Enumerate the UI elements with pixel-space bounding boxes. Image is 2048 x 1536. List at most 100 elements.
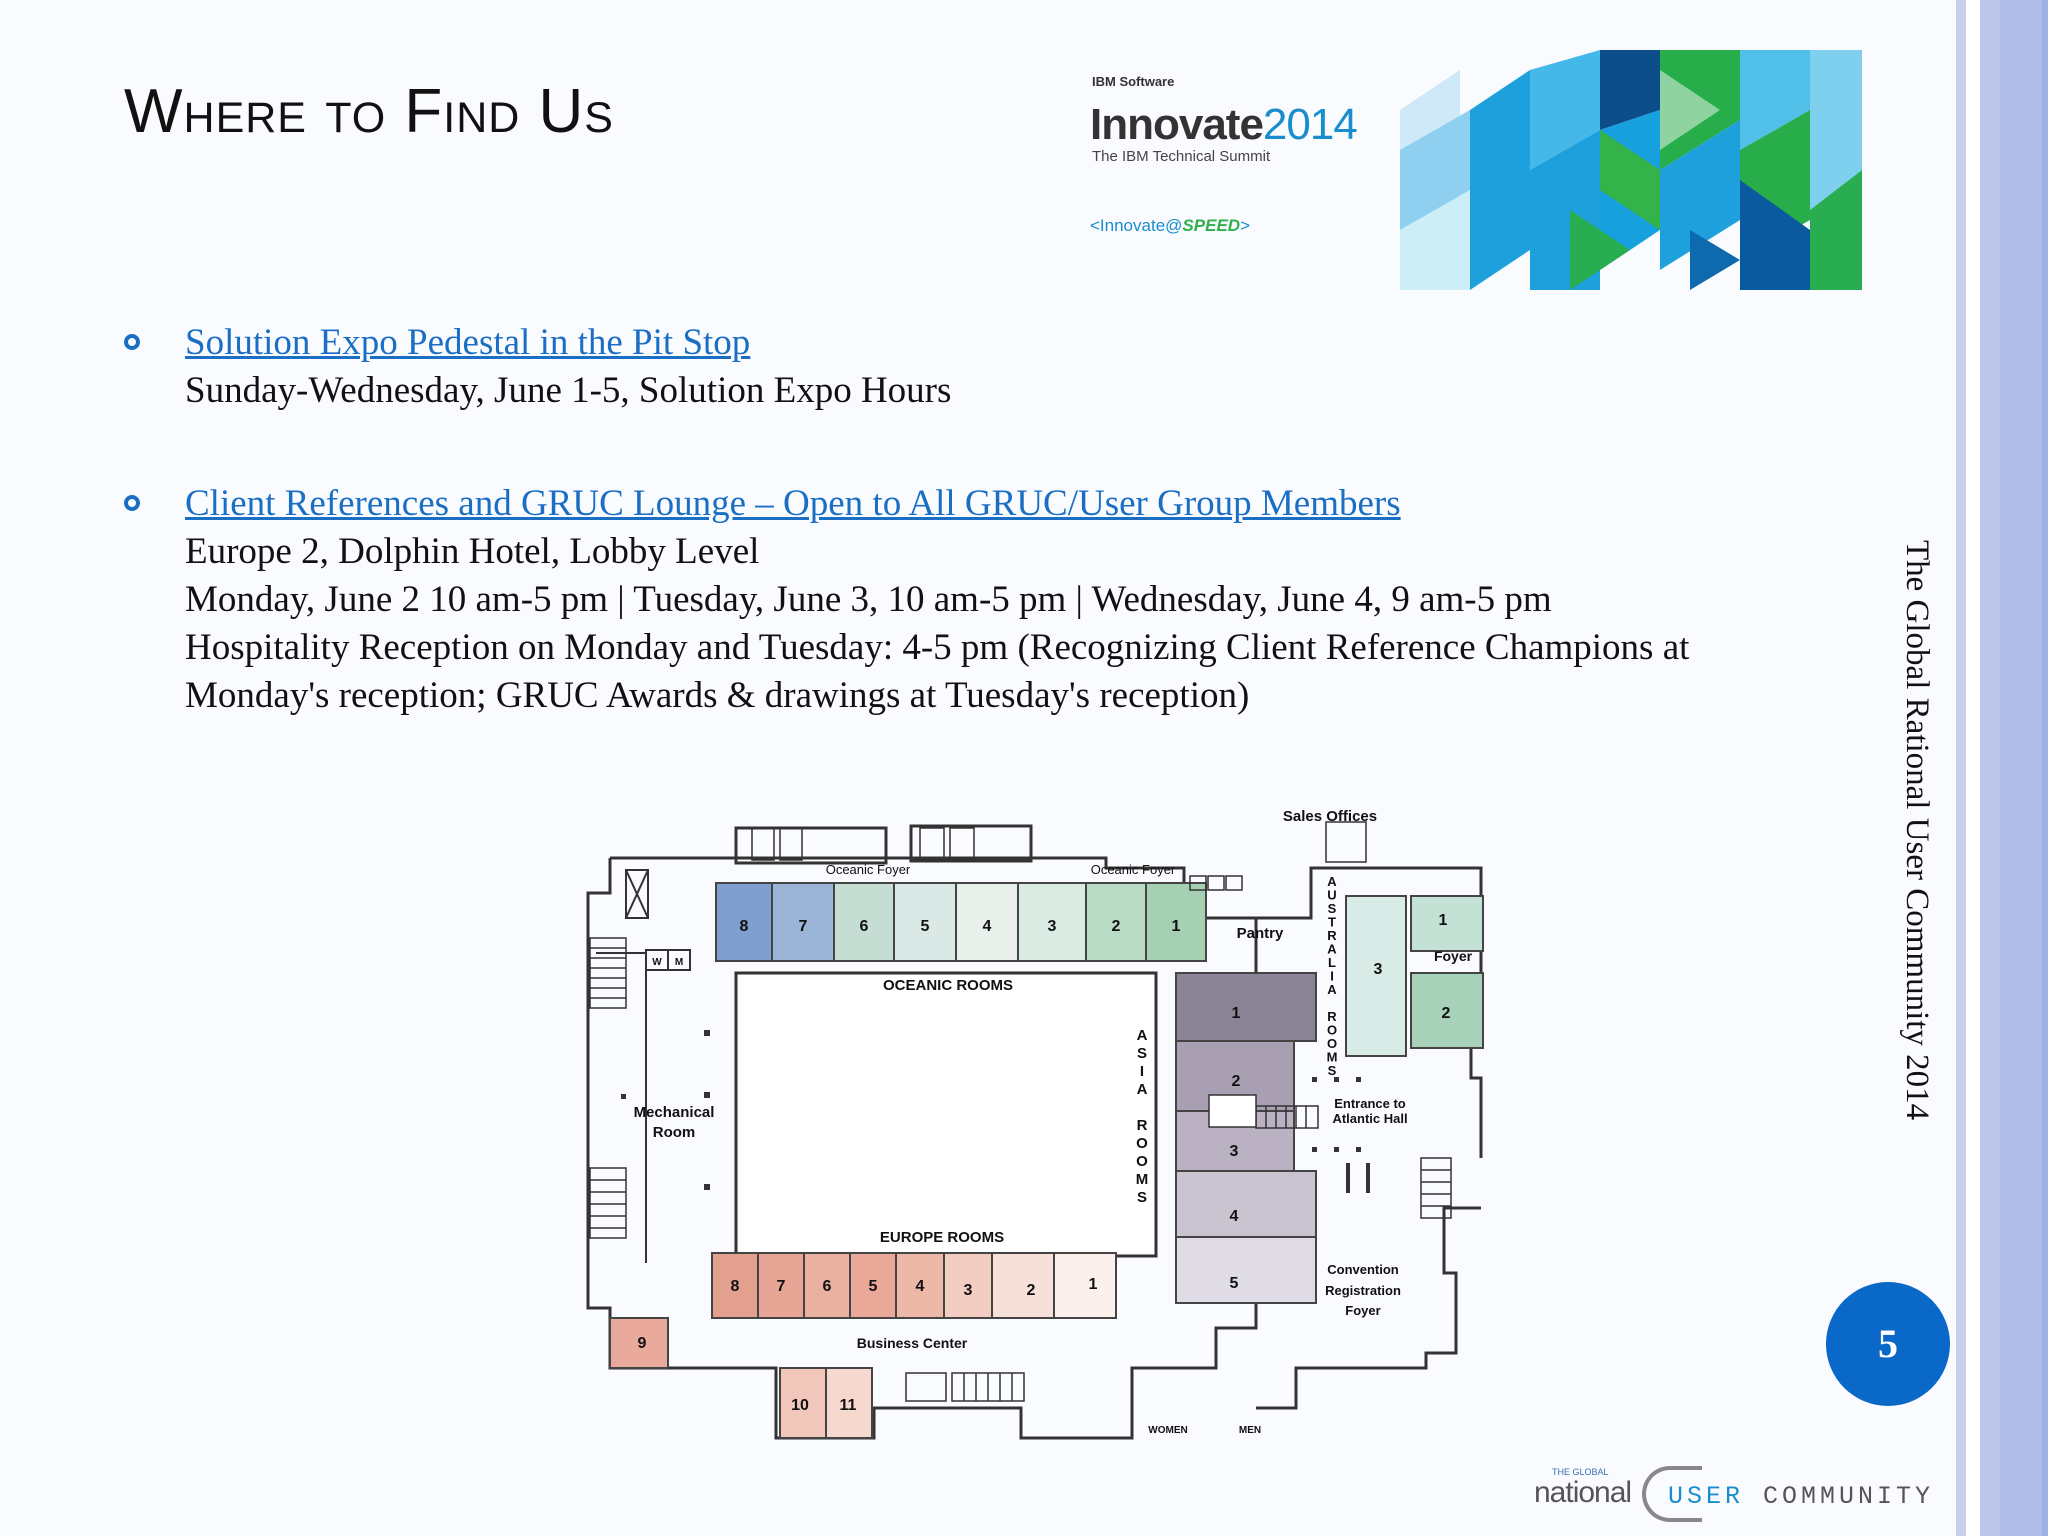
w-label: W [652, 957, 662, 968]
asia-rooms-letter: O [1136, 1153, 1148, 1170]
asia-rooms-letter: I [1140, 1063, 1144, 1080]
asia-rooms-letter: O [1136, 1135, 1148, 1152]
asia-rooms-letter: R [1137, 1117, 1148, 1134]
entrance-label-2: Atlantic Hall [1332, 1111, 1407, 1126]
asia-room-4 [1175, 1170, 1317, 1238]
europe-room-2 [991, 1252, 1055, 1319]
oceanic-room-1 [1145, 882, 1207, 962]
room-11 [825, 1367, 873, 1439]
australia-rooms-letter: T [1328, 915, 1336, 930]
floor-plan-map: Sales Offices Oceanic Foyer Oceanic Foye… [576, 808, 1496, 1456]
oceanic-room-number: 1 [1172, 918, 1181, 935]
sales-offices-label: Sales Offices [1283, 808, 1377, 825]
convention-label: Convention [1327, 1262, 1399, 1277]
reception-text: Hospitality Reception on Monday and Tues… [185, 627, 1690, 668]
oceanic-room-number: 2 [1112, 918, 1121, 935]
oceanic-room-8 [715, 882, 773, 962]
australia-room-number: 3 [1374, 961, 1383, 978]
australia-rooms-letter: S [1328, 901, 1337, 916]
australia-room-number: 1 [1439, 912, 1448, 929]
australia-rooms-letter: L [1328, 955, 1336, 970]
europe-room-number: 5 [869, 1278, 878, 1295]
footer-small-text: THE GLOBAL [1552, 1467, 1609, 1477]
australia-rooms-letter: A [1327, 942, 1337, 957]
right-border-stripe [1956, 0, 1966, 1536]
europe-room-5 [849, 1252, 897, 1319]
logo-tagline: <Innovate@SPEED> [1090, 216, 1250, 236]
europe-room-number: 2 [1027, 1282, 1036, 1299]
lounge-hours-text: Monday, June 2 10 am-5 pm | Tuesday, Jun… [185, 579, 1552, 620]
europe-room-number: 6 [823, 1278, 832, 1295]
europe-room-number: 7 [777, 1278, 786, 1295]
logo-tagline-at: @ [1165, 216, 1183, 235]
asia-room-number: 1 [1232, 1005, 1241, 1022]
oceanic-foyer-label-right: Oceanic Foyer [1091, 862, 1176, 877]
mechanical-room-label-2: Room [653, 1124, 696, 1141]
footer-community-text: USER COMMUNITY [1668, 1482, 1934, 1511]
oceanic-room-number: 6 [860, 918, 869, 935]
asia-rooms-letter: S [1137, 1189, 1147, 1206]
logo-product: Innovate2014 [1090, 100, 1358, 150]
australia-rooms-letter: M [1327, 1050, 1338, 1065]
australia-rooms-letter: O [1327, 1036, 1337, 1051]
asia-room-number: 3 [1230, 1143, 1239, 1160]
right-border-stripe-outer [2000, 0, 2048, 1536]
logo-product-name: Innovate [1090, 100, 1264, 149]
australia-rooms-letter: A [1327, 982, 1337, 997]
europe-room-number: 1 [1089, 1276, 1098, 1293]
australia-room-3 [1345, 895, 1407, 1057]
solution-expo-link[interactable]: Solution Expo Pedestal in the Pit Stop [185, 322, 751, 363]
logo-tagline-c: > [1240, 216, 1250, 235]
oceanic-room-2 [1085, 882, 1147, 962]
oceanic-room-5 [893, 882, 957, 962]
room-number: 11 [840, 1397, 857, 1414]
logo-tagline-a: <Innovate [1090, 216, 1166, 235]
asia-room-5 [1175, 1236, 1317, 1304]
room-10 [779, 1367, 827, 1439]
convention-label-2: Registration [1325, 1283, 1401, 1298]
australia-rooms-letter: S [1328, 1063, 1337, 1078]
oceanic-rooms-label: OCEANIC ROOMS [883, 977, 1013, 994]
m-label: M [675, 957, 683, 968]
logo-year: 2014 [1262, 100, 1358, 149]
right-border-gap [1966, 0, 1980, 1536]
women-label: WOMEN [1148, 1425, 1187, 1436]
page-number-badge: 5 [1826, 1282, 1950, 1406]
australia-rooms-letter: R [1327, 1009, 1337, 1024]
reception-text-cont: Monday's reception; GRUC Awards & drawin… [185, 675, 1250, 716]
australia-rooms-letter: U [1327, 888, 1336, 903]
oceanic-room-number: 7 [799, 918, 808, 935]
client-references-link[interactable]: Client References and GRUC Lounge – Open… [185, 483, 1401, 524]
footer-rational-text: national [1534, 1476, 1632, 1509]
australia-rooms-letter: R [1327, 928, 1337, 943]
asia-rooms-letter: S [1137, 1045, 1147, 1062]
lounge-location-text: Europe 2, Dolphin Hotel, Lobby Level [185, 531, 760, 572]
foyer-label: Foyer [1434, 948, 1473, 964]
mechanical-room-label: Mechanical [634, 1104, 715, 1121]
oceanic-foyer-label-left: Oceanic Foyer [826, 862, 911, 877]
europe-room-8 [711, 1252, 759, 1319]
asia-rooms-letter: M [1136, 1171, 1149, 1188]
footer-arc-icon [1642, 1466, 1702, 1522]
oceanic-room-3 [1017, 882, 1087, 962]
australia-room-1 [1410, 895, 1484, 952]
business-center-label: Business Center [857, 1335, 968, 1351]
oceanic-room-number: 4 [983, 918, 992, 935]
asia-rooms-letter: A [1137, 1081, 1148, 1098]
oceanic-room-number: 5 [921, 918, 930, 935]
slide-title: Where to Find Us [124, 77, 614, 146]
bullet-marker [124, 495, 140, 511]
europe-rooms-label: EUROPE ROOMS [880, 1229, 1004, 1246]
oceanic-room-7 [771, 882, 835, 962]
room-number: 9 [638, 1335, 647, 1352]
men-label: MEN [1239, 1425, 1261, 1436]
asia-room-number: 5 [1230, 1275, 1239, 1292]
australia-rooms-letter: I [1330, 969, 1334, 984]
europe-room-6 [803, 1252, 851, 1319]
europe-room-number: 3 [964, 1282, 973, 1299]
oceanic-room-number: 8 [740, 918, 749, 935]
entrance-label: Entrance to [1334, 1096, 1406, 1111]
logo-tagline-speed: SPEED [1182, 216, 1241, 235]
